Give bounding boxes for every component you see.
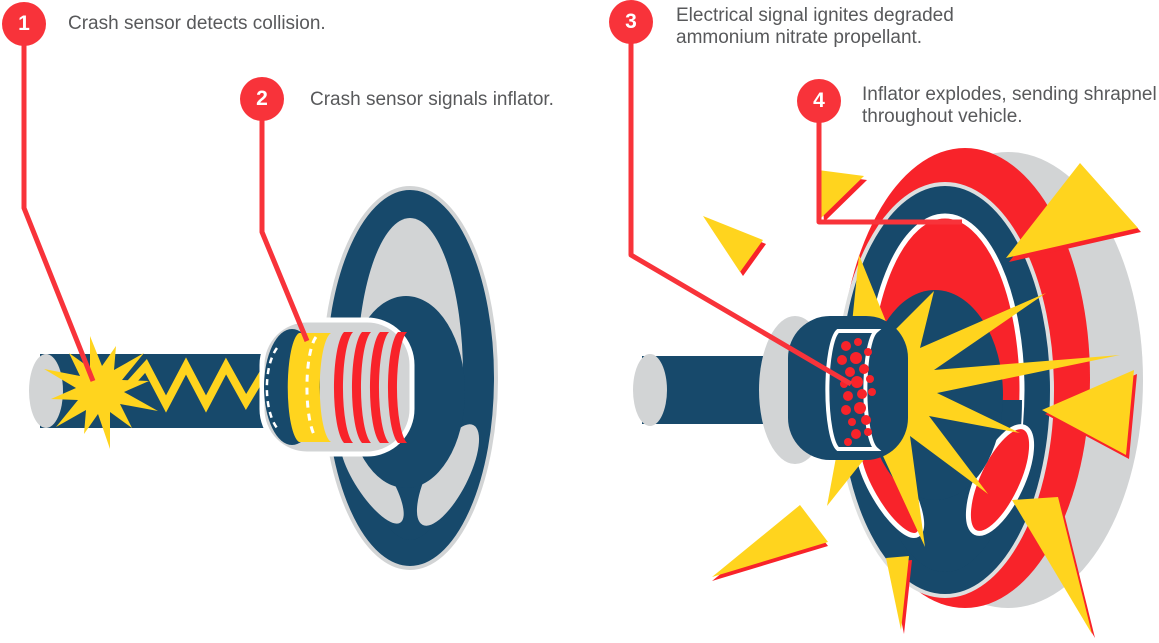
inflator-ring bbox=[351, 332, 371, 443]
inflator-ring bbox=[333, 332, 353, 443]
step-label-3: Electrical signal ignites degraded ammon… bbox=[676, 5, 954, 49]
leader-line-step2 bbox=[259, 120, 310, 342]
crash-starburst-icon bbox=[44, 336, 158, 449]
step-marker-3: 3 bbox=[609, 0, 653, 44]
shrapnel-shard bbox=[886, 556, 912, 634]
left-diagram bbox=[29, 186, 498, 570]
shrapnel-shard bbox=[1006, 163, 1141, 262]
inflator-ring bbox=[369, 332, 389, 443]
leader-line-step4 bbox=[816, 121, 962, 225]
shrapnel-shard bbox=[1042, 370, 1137, 459]
step-label-2: Crash sensor signals inflator. bbox=[310, 89, 554, 110]
shrapnel-shard bbox=[712, 505, 828, 581]
step-marker-4: 4 bbox=[797, 79, 841, 123]
inflator-ring bbox=[387, 332, 407, 443]
leader-line-step3 bbox=[628, 43, 853, 387]
shrapnel-shard bbox=[703, 216, 766, 276]
igniter-band bbox=[287, 333, 331, 442]
inflator-cylinder-exploding bbox=[759, 316, 908, 464]
step-marker-2: 2 bbox=[240, 77, 284, 121]
step-marker-1: 1 bbox=[2, 2, 46, 46]
leader-line-step1 bbox=[21, 44, 96, 382]
step-label-1: Crash sensor detects collision. bbox=[68, 13, 326, 34]
wheel-window-left bbox=[340, 434, 404, 524]
propellant-pellets bbox=[837, 338, 876, 446]
igniter-band-dashed-line bbox=[305, 336, 318, 439]
inflator-cylinder-intact bbox=[259, 317, 415, 457]
leader-lines bbox=[21, 43, 962, 387]
shrapnel-shard bbox=[818, 170, 867, 222]
shrapnel-shard bbox=[1012, 497, 1095, 638]
shrapnel-shards bbox=[703, 163, 1141, 638]
column-end-cap bbox=[29, 354, 63, 428]
column-end-cap bbox=[633, 354, 667, 426]
step-label-4: Inflator explodes, sending shrapnel thro… bbox=[862, 84, 1157, 128]
wheel-window-right bbox=[416, 424, 480, 526]
right-diagram bbox=[633, 148, 1143, 638]
signal-zigzag-icon bbox=[125, 357, 297, 413]
